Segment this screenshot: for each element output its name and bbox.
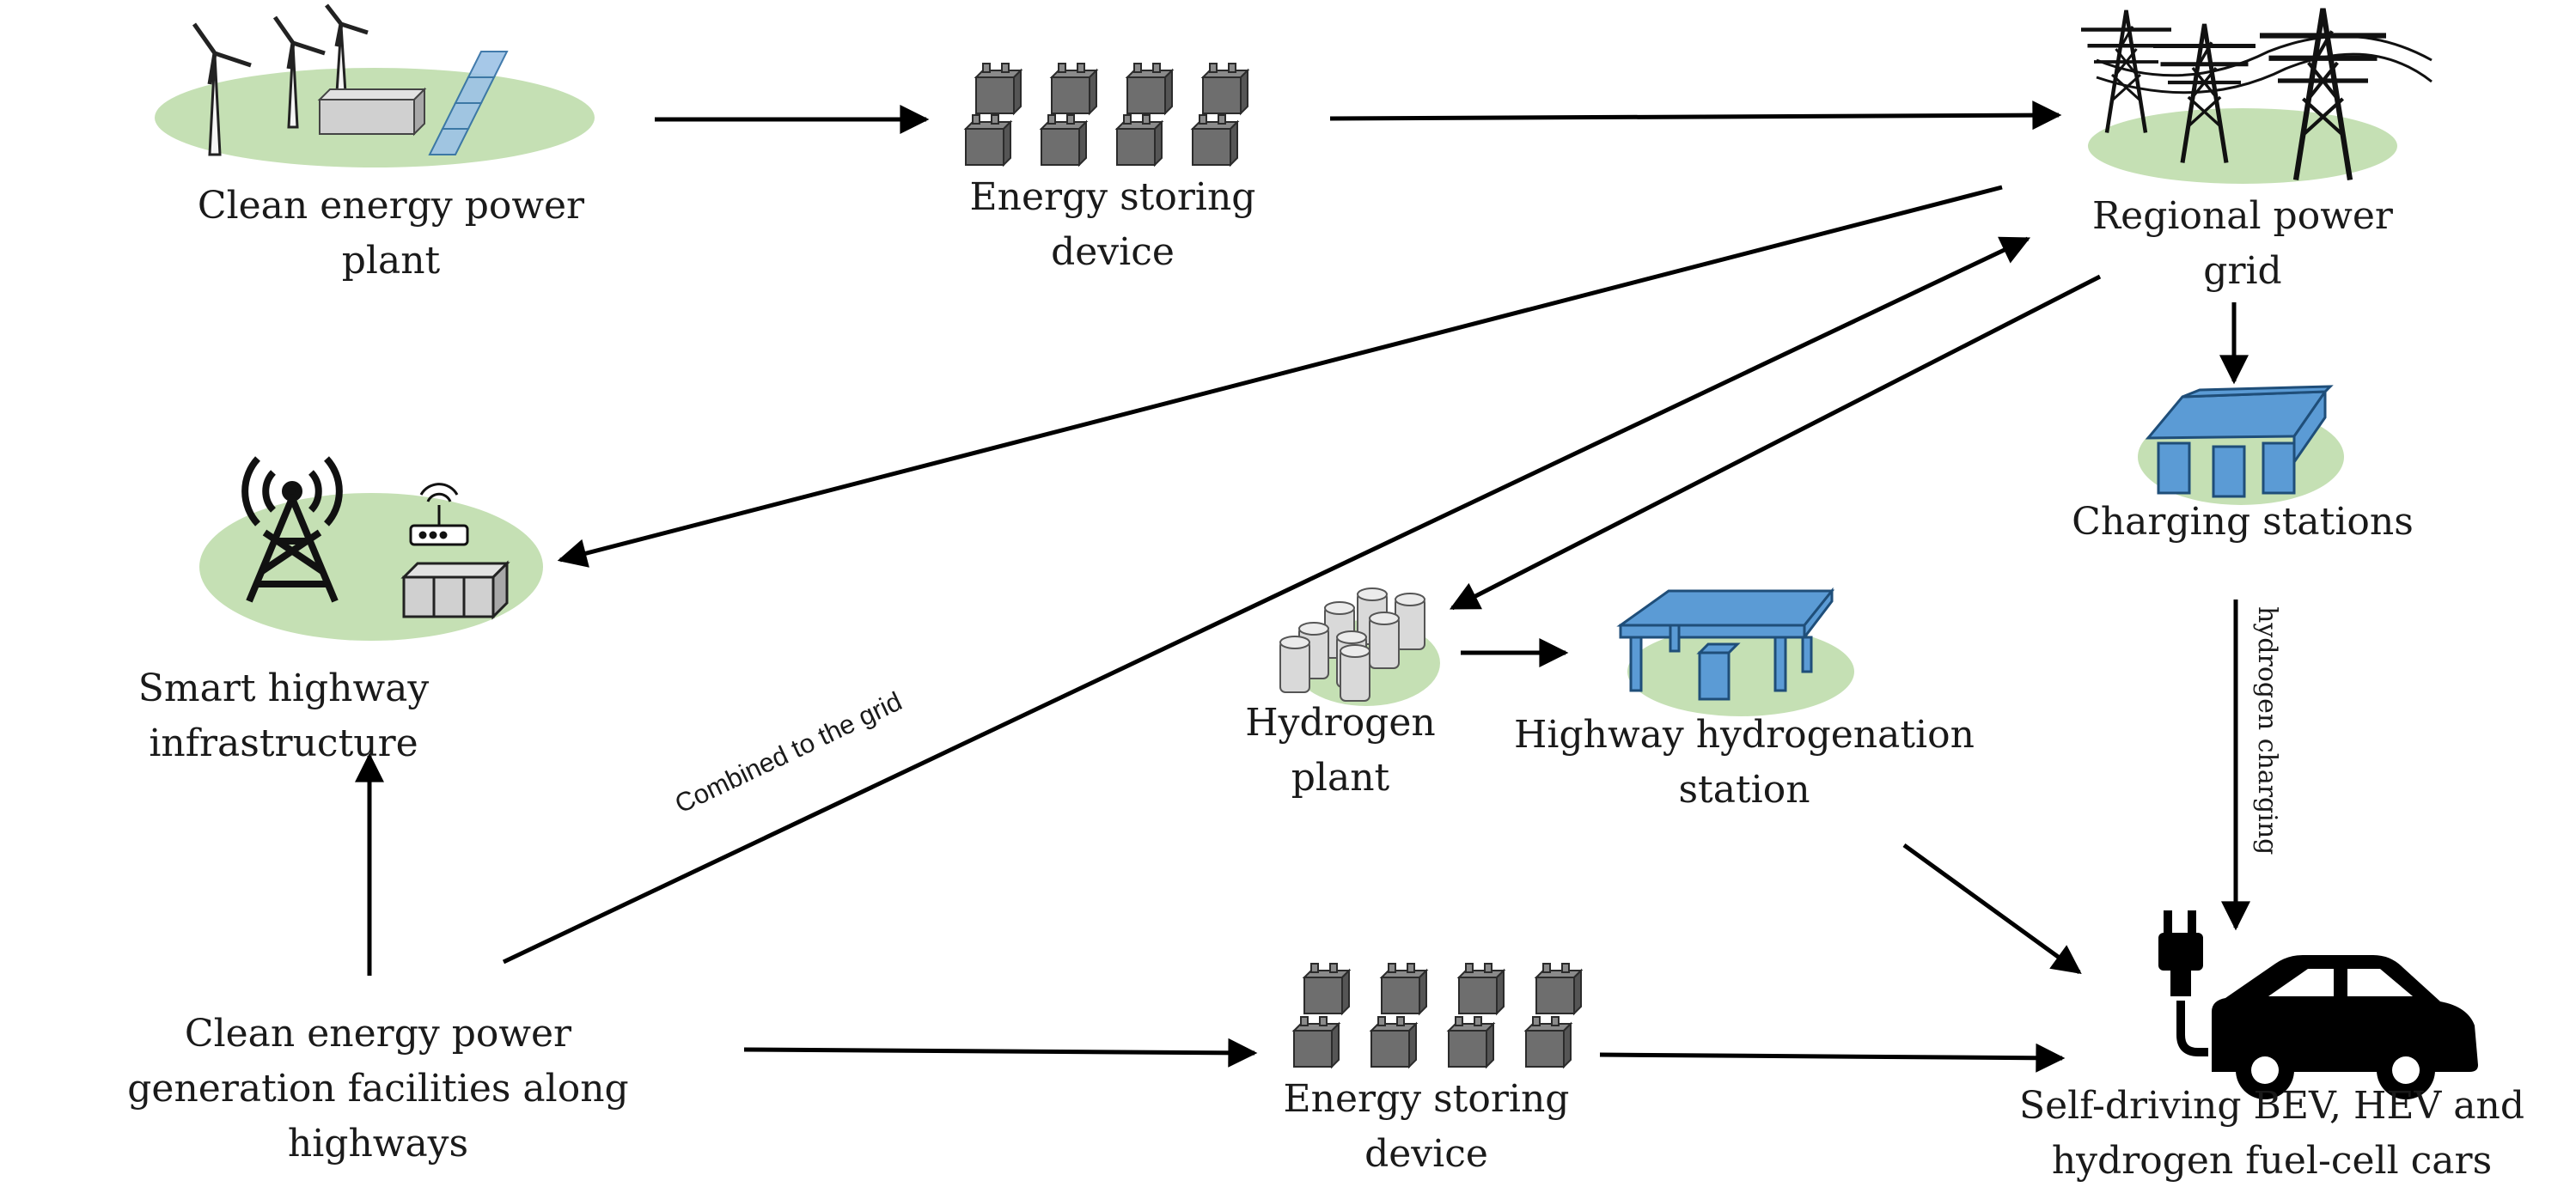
arrow-grid-to-hydrogen-plant	[1449, 274, 2102, 611]
arrow-highway-gen-to-grid	[502, 236, 2031, 965]
hydrogen-plant-label: Hydrogen plant	[1245, 701, 1436, 800]
arrow-storage-to-grid	[1329, 100, 2062, 131]
hydro-station-label: Highway hydrogenation station	[1514, 713, 1975, 812]
charging-label: Charging stations	[2072, 500, 2414, 544]
arrow-storage-to-cars	[1599, 1043, 2066, 1073]
arrow-highway-gen-to-storage	[743, 1038, 1258, 1068]
arrow-hstation-to-cars	[1902, 843, 2082, 975]
storage-bottom-label: Energy storing device	[1283, 1077, 1570, 1176]
wind-solar-plant-icon	[155, 3, 595, 167]
flow-arrows	[355, 100, 2250, 1073]
battery-bank-icon-top	[965, 63, 1248, 166]
arrow-grid-to-smart-highway	[557, 185, 2003, 568]
hydrogen-station-icon	[1616, 587, 1854, 716]
battery-bank-icon-bottom	[1293, 963, 1582, 1068]
smart-highway-label: Smart highway infrastructure	[137, 666, 430, 765]
h2-charging-edge-label: hydrogen charging	[2252, 606, 2282, 855]
hydrogen-tanks-icon	[1279, 587, 1440, 706]
charging-station-icon	[2138, 385, 2344, 505]
clean-plant-label: Clean energy power plant	[197, 184, 585, 283]
cell-tower-router-icon	[199, 456, 543, 641]
storage-top-label: Energy storing device	[969, 175, 1256, 274]
transmission-tower-icon	[2081, 9, 2433, 184]
highway-gen-label: Clean energy power generation facilities…	[127, 1012, 629, 1166]
grid-label: Regional power grid	[2092, 194, 2393, 293]
cars-label: Self-driving BEV, HEV and hydrogen fuel-…	[2018, 1084, 2525, 1183]
electric-car-plug-icon	[2158, 910, 2478, 1099]
